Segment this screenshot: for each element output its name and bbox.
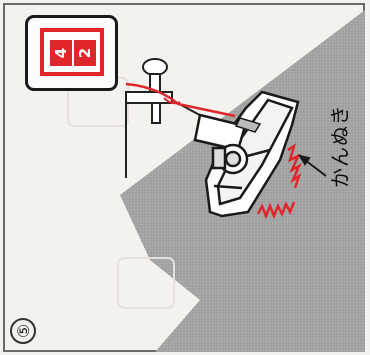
needle-clamp (125, 91, 173, 104)
callout-arrow (297, 154, 327, 177)
bartack-stitches (256, 200, 296, 220)
dial-indicator: 4 2 (25, 15, 118, 91)
callout-label: かんぬき (328, 104, 352, 188)
dial-window: 4 2 (40, 28, 104, 76)
foot-holder (193, 113, 249, 175)
dial-value-a: 4 (50, 40, 72, 66)
step-number: ⑤ (10, 318, 36, 344)
needle (151, 102, 161, 124)
dial-value-b: 2 (74, 40, 96, 66)
upper-thread (125, 82, 236, 118)
thread-guide-knob (142, 58, 168, 76)
needle-assembly (125, 58, 219, 178)
